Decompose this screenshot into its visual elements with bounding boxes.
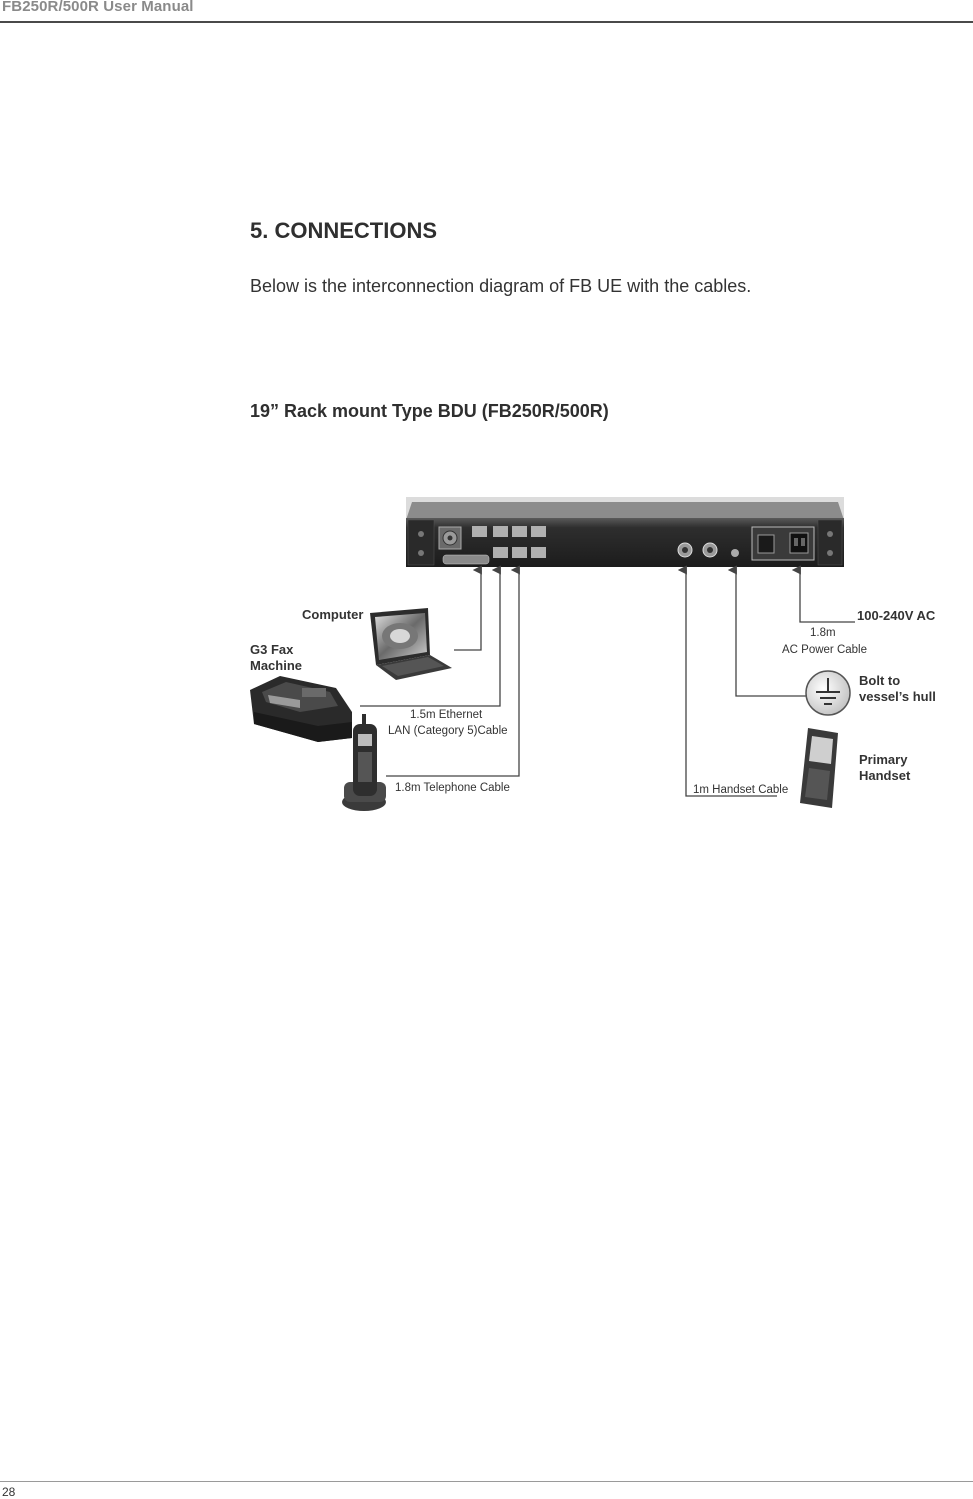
- label-computer: Computer: [302, 607, 363, 622]
- rack-unit-bdu: [406, 497, 844, 567]
- label-power: 100-240V AC: [857, 608, 936, 623]
- power-cable-line: [791, 565, 855, 623]
- label-handset-line2: Handset: [859, 768, 911, 783]
- label-power-cable-line2: AC Power Cable: [782, 644, 867, 656]
- label-telephone-cable: 1.8m Telephone Cable: [395, 782, 510, 794]
- page-number: 28: [2, 1485, 16, 1499]
- label-fax-line1: G3 Fax: [250, 642, 294, 657]
- ground-symbol-icon: [805, 670, 851, 716]
- footer-rule: [0, 1481, 973, 1482]
- cordless-phone-icon: [342, 714, 386, 811]
- intro-paragraph: Below is the interconnection diagram of …: [250, 276, 752, 296]
- header-rule: [0, 21, 973, 23]
- primary-handset-icon: [800, 728, 838, 808]
- handset-cable-line: [677, 565, 777, 797]
- diagram-labels: Computer G3 Fax Machine 1.5m Ethernet LA…: [250, 607, 936, 796]
- laptop-computer-icon: [370, 608, 452, 680]
- computer-cable-line: [454, 565, 482, 651]
- label-handset-line1: Primary: [859, 752, 908, 767]
- label-ethernet-line1: 1.5m Ethernet: [410, 709, 483, 721]
- label-ground-line2: vessel’s hull: [859, 689, 936, 704]
- ethernet-cable-line: [360, 565, 501, 707]
- telephone-cable-line: [386, 565, 520, 777]
- label-power-cable-line1: 1.8m: [810, 627, 836, 639]
- label-fax-line2: Machine: [250, 658, 302, 673]
- label-ethernet-line2: LAN (Category 5)Cable: [388, 725, 508, 737]
- section-title: 5. CONNECTIONS: [250, 218, 438, 243]
- fax-machine-icon: [250, 676, 352, 742]
- ground-cable-line: [727, 565, 806, 697]
- label-handset-cable: 1m Handset Cable: [693, 784, 788, 796]
- figure-caption: 19” Rack mount Type BDU (FB250R/500R): [250, 401, 609, 421]
- running-header: FB250R/500R User Manual: [2, 0, 194, 15]
- label-ground-line1: Bolt to: [859, 673, 900, 688]
- cables: [360, 565, 855, 797]
